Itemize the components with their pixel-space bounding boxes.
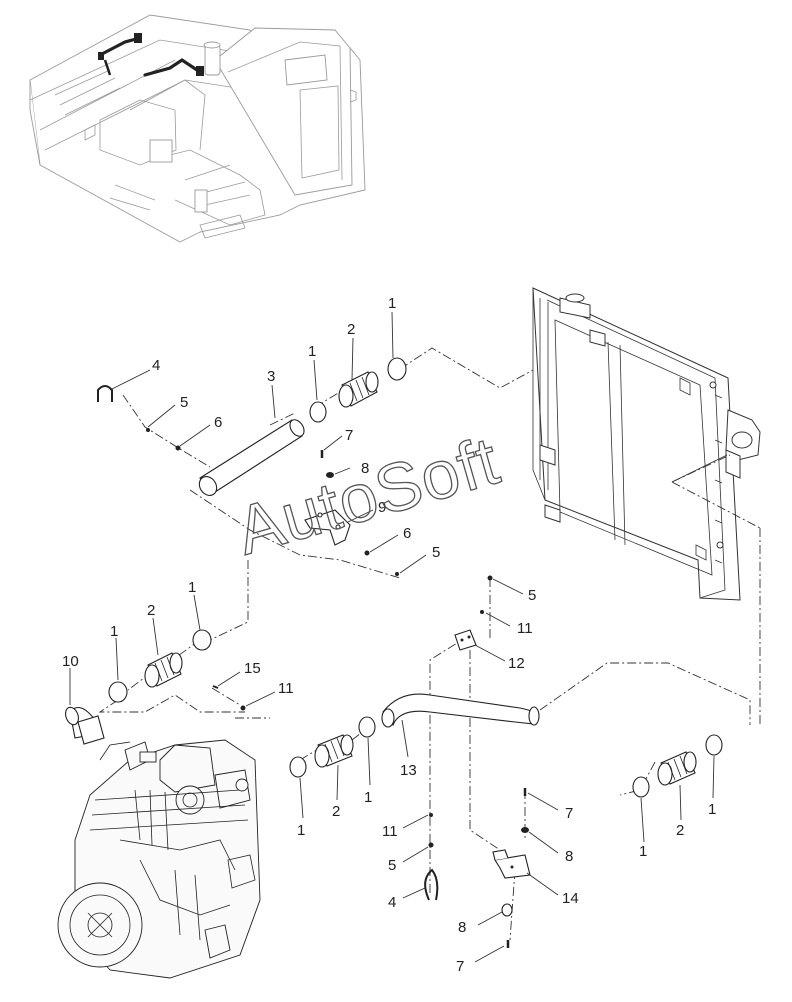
- callout-3: 3: [267, 368, 275, 385]
- hose-clamp-lower-1: [289, 756, 307, 778]
- washer-lower-upper: [364, 550, 370, 556]
- callout-8a: 8: [361, 460, 369, 477]
- callout-12: 12: [508, 655, 525, 672]
- nut-lower-upper: [395, 572, 399, 576]
- callout-5a: 5: [180, 394, 188, 411]
- hose-clamp-upper-left: [309, 401, 327, 423]
- parts: [65, 357, 723, 948]
- callout-1e: 1: [297, 822, 305, 839]
- callout-7c: 7: [456, 958, 464, 975]
- washer-upper-2: [326, 472, 334, 478]
- nut-12-top: [487, 575, 493, 581]
- callout-labels: 1 2 1 3 4 5 6 7 8 9 6 5 1 2 1 10 15 11 5…: [62, 295, 716, 975]
- callout-1b: 1: [308, 343, 316, 360]
- callout-1a: 1: [388, 295, 396, 312]
- leader-lines: [69, 311, 728, 963]
- callout-11a: 11: [278, 680, 294, 697]
- callout-5c: 5: [528, 587, 536, 604]
- callout-1c: 1: [188, 579, 196, 596]
- callout-2c: 2: [332, 803, 340, 820]
- u-bolt-lower: [424, 868, 439, 901]
- bolt-left: [212, 685, 219, 689]
- callout-15: 15: [244, 660, 261, 677]
- u-bolt-upper: [97, 385, 113, 402]
- callout-4b: 4: [388, 894, 396, 911]
- nut-upper: [146, 428, 150, 432]
- callout-1d: 1: [110, 623, 118, 640]
- hose-clamp-lower-2: [358, 716, 376, 738]
- mounting-bracket-upper: [304, 509, 351, 546]
- callout-6a: 6: [214, 414, 222, 431]
- callout-8c: 8: [458, 919, 466, 936]
- callout-9: 9: [378, 499, 386, 516]
- machine-overview-illustration: [29, 14, 366, 243]
- hose-clamp-right-2: [705, 734, 723, 756]
- callout-2a: 2: [347, 321, 355, 338]
- hose-clamp-left-1: [108, 681, 128, 703]
- callout-2d: 2: [676, 822, 684, 839]
- callout-7a: 7: [345, 427, 353, 444]
- callout-13: 13: [400, 762, 417, 779]
- washer-upper: [175, 445, 181, 451]
- callout-4a: 4: [152, 357, 160, 374]
- engine-illustration: [57, 739, 261, 979]
- washer-14-bottom: [501, 903, 513, 917]
- bracket-12: [454, 629, 477, 651]
- nut-left: [240, 705, 246, 711]
- assembly-lines: [98, 347, 761, 941]
- callout-2b: 2: [147, 602, 155, 619]
- callout-5b: 5: [432, 544, 440, 561]
- callout-1g: 1: [639, 843, 647, 860]
- hose-clamp-right-1: [632, 776, 650, 798]
- hose-clamp-upper-right: [387, 357, 407, 381]
- washer-14-top: [521, 827, 529, 833]
- callout-7b: 7: [565, 805, 573, 822]
- callout-5d: 5: [388, 857, 396, 874]
- callout-1f: 1: [364, 789, 372, 806]
- callout-1h: 1: [708, 801, 716, 818]
- callout-14: 14: [562, 890, 579, 907]
- callout-6b: 6: [403, 525, 411, 542]
- washer-12: [480, 610, 484, 614]
- hose-clamp-left-2: [192, 629, 212, 651]
- callout-11c: 11: [382, 823, 398, 840]
- callout-10: 10: [62, 653, 79, 670]
- lower-radiator-hose: [382, 693, 538, 727]
- washer-lower: [428, 842, 434, 848]
- radiator-assembly: [532, 287, 761, 601]
- callout-11b: 11: [517, 620, 533, 637]
- nut-lower: [429, 813, 433, 817]
- callout-8b: 8: [565, 848, 573, 865]
